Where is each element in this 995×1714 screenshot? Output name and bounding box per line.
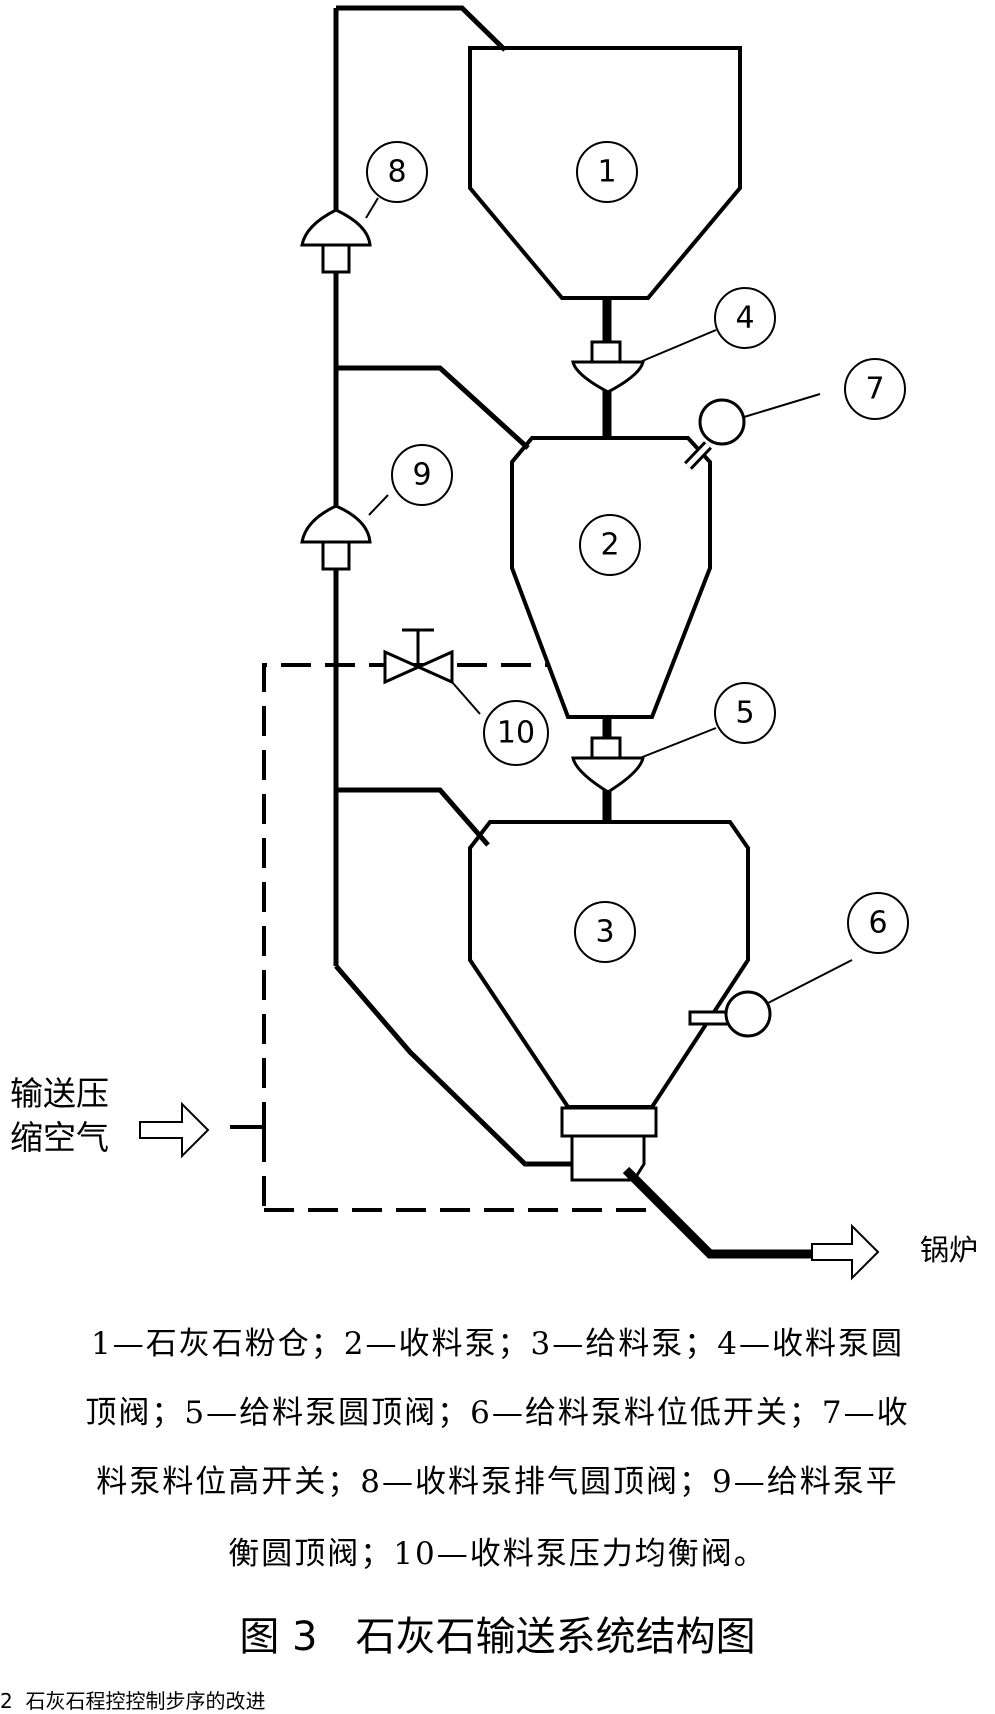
callout-circle-8 [366, 141, 428, 203]
limestone-conveying-diagram: 1 2 3 4 5 6 7 8 9 10 [139, 5, 909, 1281]
leader-6 [767, 959, 853, 1004]
outlet-air-line [334, 964, 572, 1167]
callout-label-5: 5 [735, 696, 754, 731]
compressed-air-label: 输送压 缩空气 [10, 1072, 109, 1160]
level-switch-6 [688, 990, 772, 1038]
silo-vent-pipe [336, 5, 507, 52]
leader-10 [451, 681, 481, 715]
silo-1 [468, 46, 742, 300]
caption-line-1: 1—石灰石粉仓；2—收料泵；3—给料泵；4—收料泵圆 [91, 1326, 904, 1362]
callout-circle-7 [844, 358, 906, 420]
pressure-balance-valve-10 [383, 628, 454, 685]
boiler-conveying-pipe [622, 1166, 812, 1259]
callout-label-4: 4 [735, 301, 754, 336]
callout-circle-1 [576, 141, 638, 203]
leader-9 [368, 494, 389, 516]
dome-valve-8 [300, 208, 372, 274]
callout-circle-10 [483, 700, 549, 766]
feeding-pump-3 [468, 820, 750, 1109]
boiler-outlet-arrow [811, 1223, 880, 1281]
callout-circle-5 [714, 682, 776, 744]
callout-label-2: 2 [600, 528, 619, 563]
callout-circle-2 [579, 514, 641, 576]
dome-valve-5 [571, 736, 645, 794]
callout-label-7: 7 [865, 372, 884, 407]
callout-label-8: 8 [387, 155, 406, 190]
air-inlet-arrow [139, 1101, 210, 1159]
callout-circle-6 [847, 892, 909, 954]
compressed-air-label-line1: 输送压 [10, 1074, 109, 1113]
caption-line-4: 衡圆顶阀；10—收料泵压力均衡阀。 [228, 1536, 767, 1572]
boiler-label: 锅炉 [920, 1233, 979, 1267]
leader-7 [743, 393, 821, 418]
pressure-balance-dashed-line [262, 663, 655, 1212]
figure-title: 图 3 石灰石输送系统结构图 [239, 1614, 756, 1660]
callout-circle-9 [391, 444, 453, 506]
leader-4 [639, 329, 717, 363]
dome-valve-9 [300, 504, 372, 571]
callout-circle-4 [714, 287, 776, 349]
receiving-pump-2 [510, 436, 712, 719]
pump-3-air-branch [336, 787, 490, 847]
callout-label-1: 1 [597, 155, 616, 190]
caption-line-2: 顶阀；5—给料泵圆顶阀；6—给料泵料位低开关；7—收 [85, 1395, 910, 1431]
pump-2-air-branch [336, 365, 530, 450]
callout-label-9: 9 [412, 458, 431, 493]
callout-label-10: 10 [497, 716, 535, 751]
level-switch-7 [684, 398, 746, 470]
callout-circle-3 [574, 901, 636, 963]
leader-5 [639, 727, 717, 759]
leader-8 [365, 197, 379, 219]
dome-valve-4 [571, 340, 645, 394]
section-heading-fragment: 2 石灰石程控控制步序的改进 [0, 1689, 266, 1713]
pump-3-outlet-box [560, 1106, 658, 1138]
caption-line-3: 料泵料位高开关；8—收料泵排气圆顶阀；9—给料泵平 [96, 1464, 899, 1500]
compressed-air-label-line2: 缩空气 [10, 1118, 109, 1157]
callout-label-6: 6 [868, 906, 887, 941]
callout-label-3: 3 [595, 915, 614, 950]
